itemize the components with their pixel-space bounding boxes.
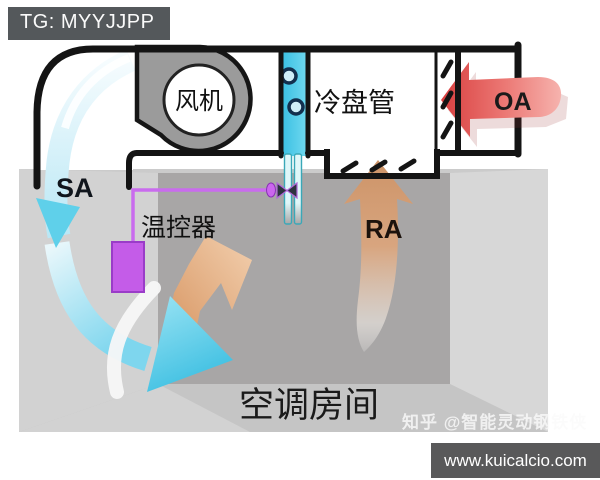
watermark-text: 知乎 @智能灵动钢铁侠 — [401, 412, 587, 432]
outdoor-air-arrow — [441, 62, 562, 137]
coil-label: 冷盘管 — [314, 88, 395, 118]
tag-label: TG: MYYJJPP — [20, 11, 155, 33]
room-right-wall — [450, 169, 548, 432]
room-floor-highlight — [19, 384, 250, 432]
chilled-water-pipes — [283, 153, 303, 225]
tag-bar: TG: MYYJJPP — [8, 7, 171, 40]
room-label: 空调房间 — [239, 386, 379, 425]
thermostat-label: 温控器 — [141, 214, 216, 242]
supply-air-stream-lower — [44, 241, 152, 371]
supply-air-arrowhead-big — [147, 296, 233, 392]
supply-air-arrowhead-small — [36, 198, 80, 248]
outdoor-damper — [434, 49, 461, 154]
site-url-bar: www.kuicalcio.com — [431, 443, 600, 478]
coil-tube-bottom — [287, 98, 305, 116]
site-url-text: www.kuicalcio.com — [444, 450, 587, 470]
duct-outline — [33, 41, 522, 190]
conditioned-room — [19, 169, 548, 432]
fan-label: 风机 — [175, 88, 223, 115]
return-air-arrow — [344, 160, 413, 352]
outdoor-air-label: OA — [494, 88, 532, 116]
control-valve-icon — [266, 181, 298, 200]
fan-impeller-circle — [162, 63, 236, 137]
supply-air-stream-highlight — [61, 54, 131, 130]
outdoor-damper-blades-icon — [440, 59, 454, 140]
supply-air-label: SA — [56, 173, 94, 203]
fan — [134, 44, 253, 154]
air-stream-white-ribbon — [106, 281, 161, 399]
control-wire — [131, 188, 266, 243]
return-air-label: RA — [365, 214, 403, 244]
return-damper-blades-icon — [340, 158, 417, 174]
return-air-box-outline — [324, 149, 440, 179]
coil-tube-top — [280, 67, 298, 85]
cooling-coil — [280, 49, 308, 156]
thermostat-box — [111, 241, 145, 293]
